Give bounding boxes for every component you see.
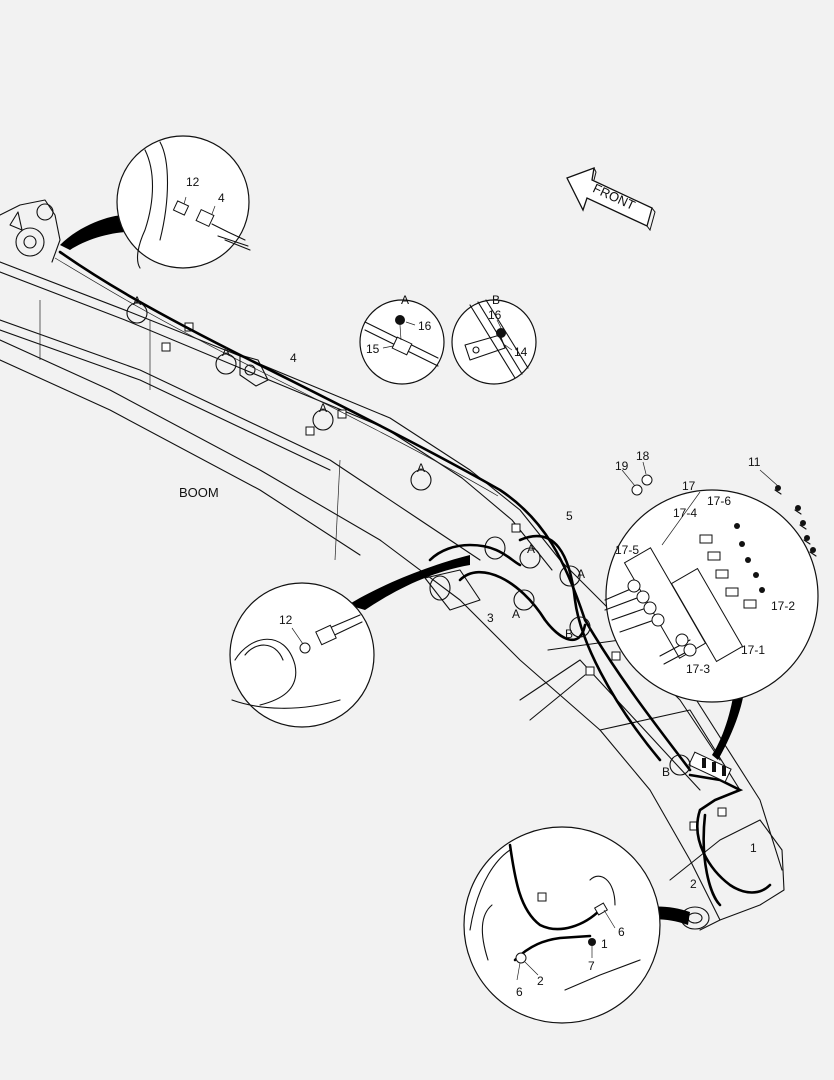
detail-bubble-b — [451, 299, 537, 385]
front-arrow — [566, 167, 656, 232]
part-19-label: 19 — [615, 459, 629, 473]
clamp-markers — [126, 302, 691, 776]
boom-body — [0, 199, 785, 931]
part-16-label: 16 — [418, 319, 432, 333]
part-11-label: 11 — [748, 455, 761, 469]
part-17-6-label: 17-6 — [707, 494, 731, 508]
part-16-label: 16 — [488, 308, 502, 322]
part-17-2-label: 17-2 — [771, 599, 795, 613]
part-7-label: 7 — [588, 959, 595, 973]
bubble-a-title: A — [401, 293, 409, 307]
part-1-label: 1 — [601, 937, 608, 951]
detail-bubble-top-left — [116, 135, 251, 269]
marker-a: A — [319, 401, 327, 415]
part-18-label: 18 — [636, 449, 650, 463]
part-17-5-label: 17-5 — [615, 543, 639, 557]
part-15-label: 15 — [366, 342, 380, 356]
bubble-b-title: B — [492, 293, 500, 307]
detail-bubble-a — [359, 299, 445, 385]
label-layer: BOOM FRONT A A A A A A A B B A B 16 15 1… — [133, 175, 795, 999]
marker-a: A — [133, 294, 141, 308]
detail-bubble-mid-left — [229, 582, 375, 728]
boom-label: BOOM — [179, 485, 219, 500]
marker-a: A — [417, 461, 425, 475]
marker-a: A — [527, 542, 535, 556]
part-6-label: 6 — [618, 925, 625, 939]
part-17-1-label: 17-1 — [741, 643, 765, 657]
marker-b: B — [662, 765, 670, 779]
marker-b: B — [565, 627, 573, 641]
marker-a: A — [222, 345, 230, 359]
part-2-label: 2 — [690, 877, 697, 891]
fitting-rows — [604, 523, 765, 665]
part-5-label: 5 — [566, 509, 573, 523]
part-14-label: 14 — [514, 345, 528, 359]
part-6-label: 6 — [516, 985, 523, 999]
part-17-label: 17 — [682, 479, 696, 493]
part-11-fittings — [774, 485, 817, 557]
part-2-label: 2 — [537, 974, 544, 988]
detail-bubble-bottom — [463, 826, 661, 1024]
part-12-label: 12 — [279, 613, 293, 627]
part-4-label: 4 — [218, 191, 225, 205]
marker-a: A — [577, 567, 585, 581]
part-1-label: 1 — [750, 841, 757, 855]
part-4-label: 4 — [290, 351, 297, 365]
part-17-4-label: 17-4 — [673, 506, 697, 520]
part-17-3-label: 17-3 — [686, 662, 710, 676]
part-12-label: 12 — [186, 175, 200, 189]
hose-lines — [54, 250, 772, 907]
detail-bubble-right — [604, 461, 819, 703]
marker-a: A — [512, 607, 520, 621]
part-3-label: 3 — [487, 611, 494, 625]
